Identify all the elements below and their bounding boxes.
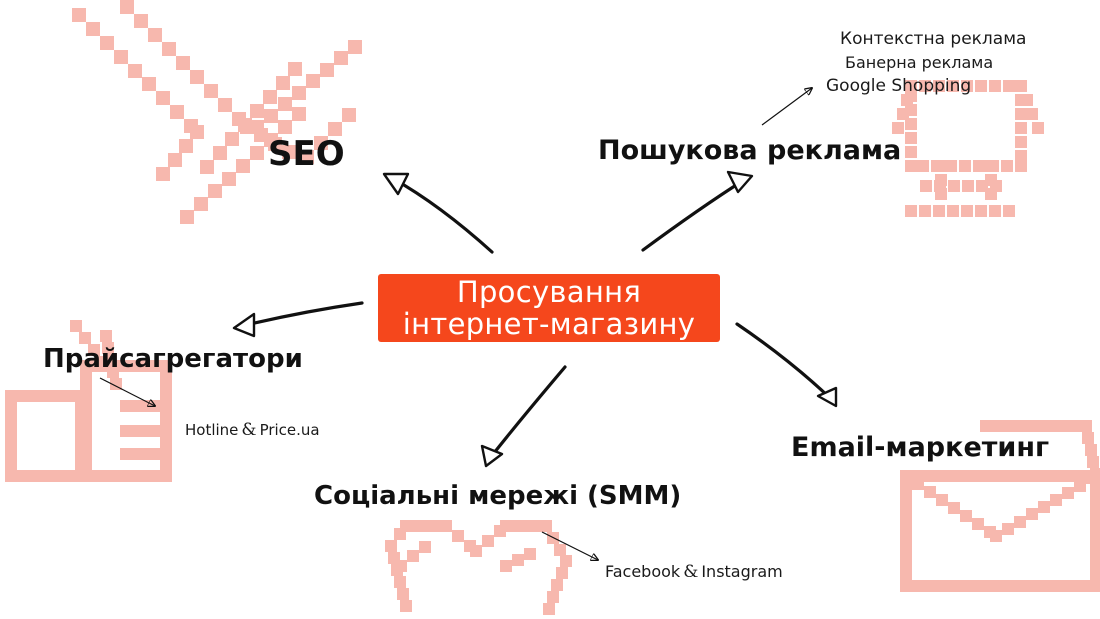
- ampersand: &: [683, 562, 699, 582]
- arrow-to-smm: [488, 365, 567, 460]
- arrowhead-smm: [480, 444, 504, 468]
- node-seo: SEO: [268, 134, 345, 174]
- detail-banner-ads: Банерна реклама: [845, 53, 994, 72]
- detail-price-ua: Price.ua: [259, 421, 320, 439]
- node-price-aggregators: Прайсагрегатори: [43, 344, 303, 374]
- trophy-icon: [892, 80, 1044, 217]
- ampersand: &: [241, 420, 257, 440]
- envelope-icon: [900, 420, 1100, 592]
- detail-contextual-ads: Контекстна реклама: [840, 29, 1027, 49]
- detail-hotline: Hotline: [185, 421, 239, 439]
- heart-icon: [385, 520, 572, 615]
- detail-social-networks: Facebook&Instagram: [605, 562, 783, 582]
- cursor-icon: [72, 0, 362, 224]
- thin-arrow-search-ads: [761, 88, 812, 126]
- central-topic-line-1: Просування: [456, 275, 642, 309]
- arrow-to-price-aggregators: [240, 301, 364, 328]
- node-email-marketing: Email-маркетинг: [791, 432, 1050, 463]
- arrowhead-seo: [382, 172, 410, 196]
- arrowhead-search-ads: [726, 170, 754, 194]
- arrow-to-email: [735, 322, 832, 400]
- node-search-ads: Пошукова реклама: [598, 135, 902, 166]
- central-topic-line-2: інтернет-магазину: [402, 307, 696, 341]
- thin-arrow-smm: [541, 531, 598, 560]
- detail-facebook: Facebook: [605, 562, 681, 581]
- detail-google-shopping: Google Shopping: [826, 76, 972, 96]
- like-icon: [5, 320, 172, 482]
- arrow-to-search-ads: [641, 178, 746, 252]
- detail-price-sites: Hotline&Price.ua: [185, 420, 320, 440]
- node-smm: Соціальні мережі (SMM): [314, 481, 682, 511]
- arrow-to-seo: [390, 176, 494, 254]
- arrowhead-price-aggregators: [232, 312, 256, 338]
- central-topic-box: Просування інтернет-магазину: [378, 274, 720, 342]
- detail-instagram: Instagram: [701, 562, 783, 581]
- thin-arrow-price-aggregators: [99, 377, 155, 406]
- arrowhead-email: [816, 386, 838, 408]
